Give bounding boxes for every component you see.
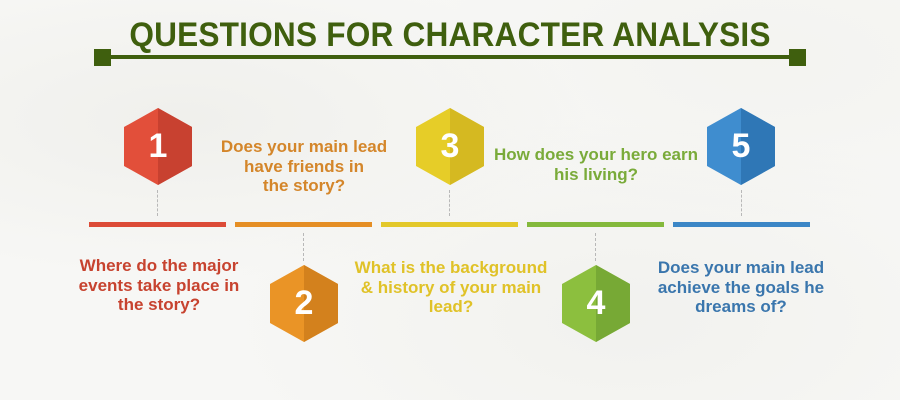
timeline-bar-2 bbox=[235, 222, 372, 227]
connector-5 bbox=[741, 190, 742, 216]
question-line: Where do the major bbox=[79, 256, 239, 275]
page-title: QUESTIONS FOR CHARACTER ANALYSIS bbox=[129, 16, 771, 54]
step-4-number: 4 bbox=[586, 284, 606, 322]
step-3-number: 3 bbox=[440, 127, 460, 165]
step-3-hexagon: 3 bbox=[416, 108, 484, 185]
question-line: achieve the goals he bbox=[657, 277, 825, 297]
step-1-hexagon: 1 bbox=[124, 108, 192, 185]
question-line: lead? bbox=[428, 297, 474, 316]
hexagon-icon bbox=[416, 108, 484, 185]
step-3-question: What is the background & history of your… bbox=[348, 258, 554, 317]
timeline-bar-5 bbox=[673, 222, 810, 227]
question-line: What is the background bbox=[354, 258, 548, 277]
step-2-number: 2 bbox=[294, 284, 314, 322]
step-1-question: Where do the major events take place in … bbox=[72, 256, 246, 315]
timeline-bar-3 bbox=[381, 222, 518, 227]
question-line: events take place in bbox=[78, 275, 240, 295]
timeline-bar-1 bbox=[89, 222, 226, 227]
connector-4 bbox=[595, 233, 596, 261]
hexagon-icon bbox=[562, 265, 630, 342]
step-5-number: 5 bbox=[731, 127, 751, 165]
title-left-square-decoration bbox=[94, 49, 111, 66]
step-5-hexagon: 5 bbox=[707, 108, 775, 185]
question-line: the story? bbox=[117, 295, 201, 314]
question-line: & history of your main bbox=[360, 277, 542, 297]
question-line: Does your main lead bbox=[220, 137, 388, 156]
step-4-question: How does your hero earn his living? bbox=[488, 145, 704, 184]
step-1-number: 1 bbox=[148, 127, 168, 165]
step-4-hexagon: 4 bbox=[562, 265, 630, 342]
title-right-square-decoration bbox=[789, 49, 806, 66]
hexagon-icon bbox=[707, 108, 775, 185]
question-line: dreams of? bbox=[695, 297, 787, 316]
question-line: Does your main lead bbox=[657, 258, 825, 277]
question-line: How does your hero earn bbox=[493, 145, 699, 164]
connector-2 bbox=[303, 233, 304, 261]
question-line: his living? bbox=[553, 164, 639, 184]
title-underline bbox=[110, 55, 790, 59]
step-5-question: Does your main lead achieve the goals he… bbox=[652, 258, 830, 317]
question-line: the story? bbox=[262, 176, 346, 195]
step-2-hexagon: 2 bbox=[270, 265, 338, 342]
hexagon-icon bbox=[124, 108, 192, 185]
question-line: have friends in bbox=[244, 156, 364, 176]
timeline-bar-4 bbox=[527, 222, 664, 227]
connector-1 bbox=[157, 190, 158, 216]
connector-3 bbox=[449, 190, 450, 216]
step-2-question: Does your main lead have friends in the … bbox=[216, 137, 392, 196]
hexagon-icon bbox=[270, 265, 338, 342]
